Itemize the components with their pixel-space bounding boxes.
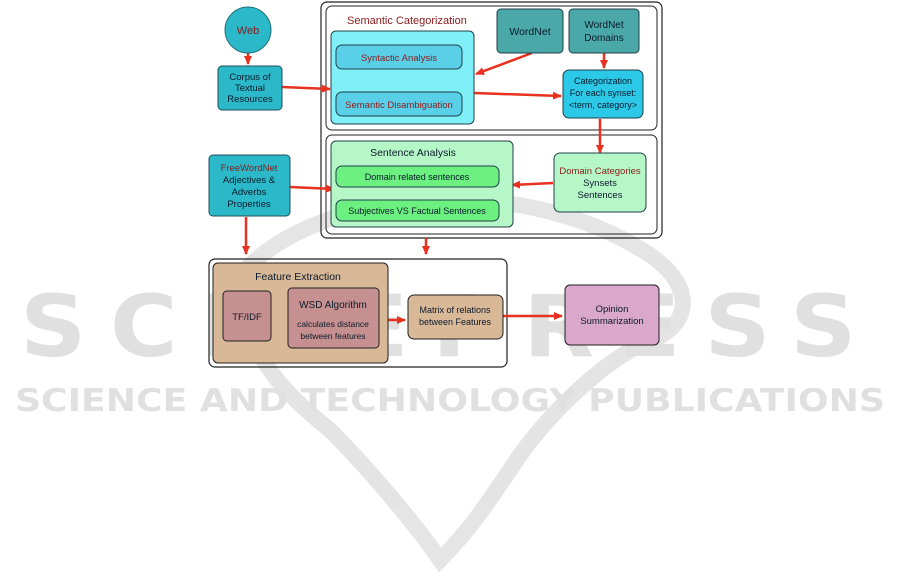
wordnet-node: WordNet xyxy=(496,8,564,54)
syntactic-analysis-label: Syntactic Analysis xyxy=(361,53,437,64)
matrix-node: Matrix of relations between Features xyxy=(407,294,504,340)
web-label: Web xyxy=(237,25,259,37)
freewordnet-label-1: FreeWordNet xyxy=(221,163,278,174)
subjectives-box xyxy=(335,199,500,222)
domain-related-label: Domain related sentences xyxy=(365,172,470,182)
semantic-disambiguation-box xyxy=(335,91,463,117)
sentence-analysis-panel: Sentence Analysis Domain related sentenc… xyxy=(330,140,514,228)
wsd-label-1: WSD Algorithm xyxy=(299,300,367,311)
domain-categories-label-3: Sentences xyxy=(578,190,623,201)
domain-categories-label-1: Domain Categories xyxy=(559,166,641,177)
sentence-analysis-frame xyxy=(325,134,658,235)
matrix-label-2: between Features xyxy=(419,317,492,327)
categorization-label-3: <term, category> xyxy=(569,100,637,110)
feature-extraction-panel: Feature Extraction TF/IDF WSD Algorithm … xyxy=(212,262,389,364)
freewordnet-label-4: Properties xyxy=(227,199,271,210)
corpus-label-2: Textual xyxy=(235,83,265,94)
watermark-tagline: SCIENCE AND TECHNOLOGY PUBLICATIONS xyxy=(15,383,885,419)
matrix-label-1: Matrix of relations xyxy=(419,305,491,315)
watermark: SCITEPRESS SCIENCE AND TECHNOLOGY PUBLIC… xyxy=(15,191,885,573)
categorization-label-2: For each synset: xyxy=(570,88,637,98)
outer-semantic-container xyxy=(320,1,663,239)
categorization-node: Categorization For each synset: <term, c… xyxy=(562,69,644,119)
tfidf-box xyxy=(222,290,272,342)
semantic-categorization-frame xyxy=(325,5,658,131)
domain-categories-node: Domain Categories Synsets Sentences xyxy=(553,152,647,213)
wordnet-domains-node: WordNet Domains xyxy=(568,8,640,54)
tfidf-label: TF/IDF xyxy=(232,312,262,323)
corpus-node: Corpus of Textual Resources xyxy=(217,65,283,111)
wsd-label-2: calculates distance xyxy=(297,319,369,329)
arrow-wordnet-to-semantic xyxy=(475,51,533,76)
watermark-logo-shape xyxy=(237,191,691,573)
freewordnet-label-2: Adjectives & xyxy=(223,175,276,186)
opinion-label-2: Summarization xyxy=(580,316,643,327)
corpus-label-3: Resources xyxy=(227,94,273,105)
domain-related-box xyxy=(335,165,500,188)
wordnet-label: WordNet xyxy=(509,26,550,38)
arrow-freewordnet-to-sentence xyxy=(289,184,335,193)
domain-categories-label-2: Synsets xyxy=(583,178,617,189)
corpus-label-1: Corpus of xyxy=(229,72,271,83)
wsd-label-3: between features xyxy=(300,331,365,341)
semantic-disambiguation-label: Semantic Disambiguation xyxy=(345,100,453,111)
wordnet-domains-label-1: WordNet xyxy=(584,20,623,31)
opinion-node: Opinion Summarization xyxy=(564,284,660,346)
semantic-panel: Syntactic Analysis Semantic Disambiguati… xyxy=(330,30,475,125)
freewordnet-label-3: Adverbs xyxy=(232,187,267,198)
subjectives-label: Subjectives VS Factual Sentences xyxy=(348,206,486,216)
wsd-box xyxy=(287,287,380,349)
opinion-label-1: Opinion xyxy=(596,304,629,315)
feature-extraction-title: Feature Extraction xyxy=(255,271,341,283)
categorization-label-1: Categorization xyxy=(574,76,632,86)
wordnet-domains-label-2: Domains xyxy=(584,33,623,44)
arrow-semantic-to-categorization xyxy=(473,91,562,100)
freewordnet-node: FreeWordNet Adjectives & Adverbs Propert… xyxy=(208,154,291,217)
semantic-categorization-title: Semantic Categorization xyxy=(347,15,467,27)
arrow-domain-categories-to-sentence xyxy=(511,180,554,189)
syntactic-analysis-box xyxy=(335,44,463,70)
feature-extraction-frame xyxy=(208,258,508,368)
web-node: Web xyxy=(224,6,272,54)
arrow-corpus-to-semantic xyxy=(281,84,331,93)
sentence-analysis-title: Sentence Analysis xyxy=(370,147,456,159)
